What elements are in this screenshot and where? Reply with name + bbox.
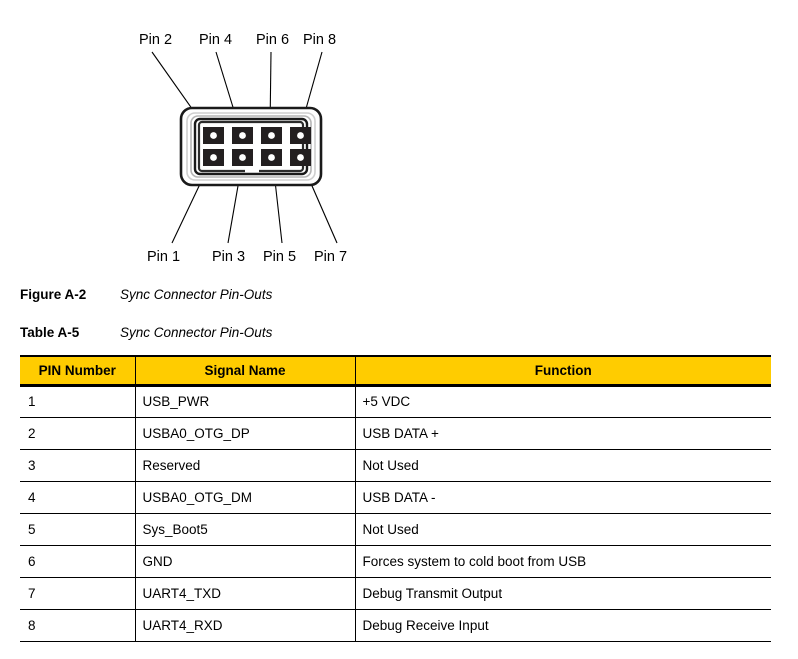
table-row: 5 Sys_Boot5 Not Used (20, 513, 771, 546)
cell-pin-number: 2 (20, 417, 135, 450)
connector-housing (179, 106, 323, 187)
cell-pin-number: 3 (20, 449, 135, 482)
pin-contacts-top-row (203, 127, 311, 144)
cell-function: Debug Receive Input (354, 609, 771, 642)
table-row: 3 Reserved Not Used (20, 449, 771, 482)
table-header-row: PIN Number Signal Name Function (20, 355, 771, 387)
cell-signal-name: USBA0_OTG_DP (134, 417, 355, 450)
table-caption-label: Table A-5 (20, 325, 80, 340)
cell-pin-number: 4 (20, 481, 135, 514)
cell-function: Debug Transmit Output (354, 577, 771, 610)
cell-function: Not Used (354, 449, 771, 482)
cell-pin-number: 8 (20, 609, 135, 642)
housing-bevel-2 (190, 115, 312, 178)
cell-signal-name: UART4_RXD (134, 609, 355, 642)
pin-label-bottom-0: Pin 1 (147, 249, 180, 265)
column-header-function: Function (354, 355, 771, 387)
pin-contacts-bottom-row (203, 149, 311, 166)
housing-inner-frame (193, 117, 309, 176)
pin-contact-5 (261, 149, 282, 166)
table-row: 7 UART4_TXD Debug Transmit Output (20, 577, 771, 610)
pin-contact-4 (232, 127, 253, 144)
figure-caption: Figure A-2 Sync Connector Pin-Outs (20, 287, 272, 302)
table-row: 4 USBA0_OTG_DM USB DATA - (20, 481, 771, 514)
cell-pin-number: 6 (20, 545, 135, 578)
cell-signal-name: Reserved (134, 449, 355, 482)
column-header-pin-number: PIN Number (20, 355, 136, 387)
cell-function: Not Used (354, 513, 771, 546)
column-header-signal-name: Signal Name (134, 355, 356, 387)
table-row: 8 UART4_RXD Debug Receive Input (20, 609, 771, 642)
table-row: 2 USBA0_OTG_DP USB DATA + (20, 417, 771, 450)
table-body: 1 USB_PWR +5 VDC 2 USBA0_OTG_DP USB DATA… (20, 385, 771, 642)
cell-pin-number: 7 (20, 577, 135, 610)
pin-label-top-2: Pin 6 (256, 32, 289, 48)
cell-function: USB DATA - (354, 481, 771, 514)
pin-contact-8 (290, 127, 311, 144)
housing-bevel-1 (186, 112, 316, 181)
pin-label-top-0: Pin 2 (139, 32, 172, 48)
pin-contact-6 (261, 127, 282, 144)
pin-contact-7 (290, 149, 311, 166)
cell-signal-name: UART4_TXD (134, 577, 355, 610)
pin-label-bottom-3: Pin 7 (314, 249, 347, 265)
sync-connector-illustration: Pin 2 Pin 4 Pin 6 Pin 8 Pin 1 Pin 3 Pin … (139, 32, 347, 265)
cell-signal-name: GND (134, 545, 355, 578)
table-row: 6 GND Forces system to cold boot from US… (20, 545, 771, 578)
pinout-table: PIN Number Signal Name Function 1 USB_PW… (20, 355, 771, 642)
cell-signal-name: USB_PWR (134, 385, 355, 418)
cell-pin-number: 1 (20, 385, 135, 418)
table-row: 1 USB_PWR +5 VDC (20, 385, 771, 418)
pin-label-top-3: Pin 8 (303, 32, 336, 48)
cell-function: +5 VDC (354, 385, 771, 418)
figure-caption-label: Figure A-2 (20, 287, 87, 302)
table-caption: Table A-5 Sync Connector Pin-Outs (20, 325, 272, 340)
pin-contact-3 (232, 149, 253, 166)
cell-signal-name: Sys_Boot5 (134, 513, 355, 546)
pin-label-bottom-2: Pin 5 (263, 249, 296, 265)
housing-notch (245, 168, 259, 173)
pin-contact-1 (203, 149, 224, 166)
cell-signal-name: USBA0_OTG_DM (134, 481, 355, 514)
cell-pin-number: 5 (20, 513, 135, 546)
figure-caption-title: Sync Connector Pin-Outs (120, 287, 273, 302)
pin-contact-2 (203, 127, 224, 144)
cell-function: USB DATA + (354, 417, 771, 450)
cell-function: Forces system to cold boot from USB (354, 545, 771, 578)
pin-label-bottom-1: Pin 3 (212, 249, 245, 265)
table-caption-title: Sync Connector Pin-Outs (120, 325, 273, 340)
connector-figure: Pin 2 Pin 4 Pin 6 Pin 8 Pin 1 Pin 3 Pin … (0, 0, 798, 272)
pin-label-top-1: Pin 4 (199, 32, 232, 48)
